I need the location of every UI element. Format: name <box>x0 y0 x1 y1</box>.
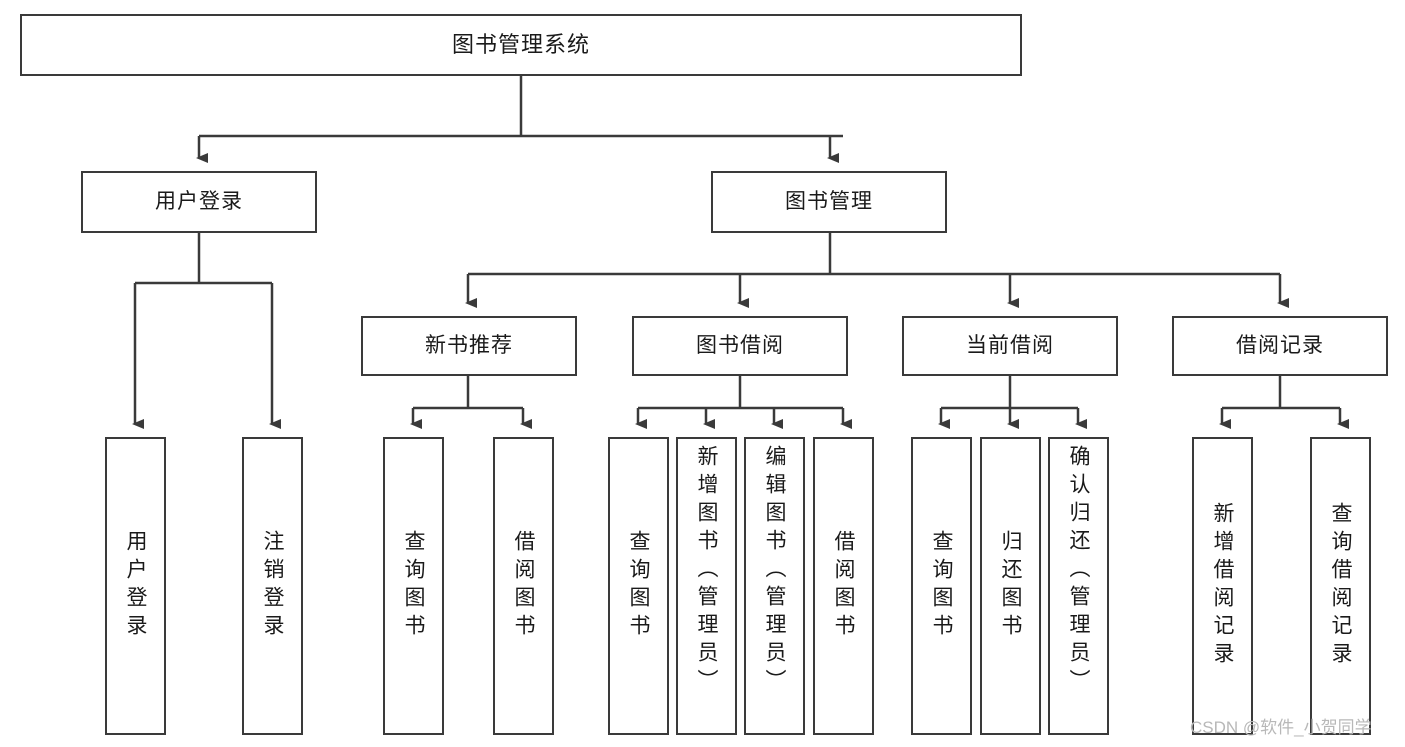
leaf-add-record-label: 新增借阅记录 <box>1211 502 1234 670</box>
leaf-add-record[interactable]: 新增借阅记录 <box>1192 437 1253 735</box>
leaf-add-book-label: 新增图书（管理员） <box>695 445 718 697</box>
node-new-book-recommend-label: 新书推荐 <box>425 333 513 357</box>
node-new-book-recommend[interactable]: 新书推荐 <box>361 316 577 376</box>
leaf-user-logout-label: 注销登录 <box>261 530 284 642</box>
leaf-query-book-3-label: 查询图书 <box>930 530 953 642</box>
leaf-confirm-return[interactable]: 确认归还（管理员） <box>1048 437 1109 735</box>
node-root-label: 图书管理系统 <box>451 32 590 58</box>
leaf-borrow-book-2[interactable]: 借阅图书 <box>813 437 874 735</box>
leaf-query-book-3[interactable]: 查询图书 <box>911 437 972 735</box>
leaf-query-book-2[interactable]: 查询图书 <box>608 437 669 735</box>
leaf-query-book-1-label: 查询图书 <box>402 530 425 642</box>
leaf-query-record[interactable]: 查询借阅记录 <box>1310 437 1371 735</box>
leaf-query-book-1[interactable]: 查询图书 <box>383 437 444 735</box>
leaf-user-login-label: 用户登录 <box>124 530 147 642</box>
leaf-return-book[interactable]: 归还图书 <box>980 437 1041 735</box>
node-book-borrow-label: 图书借阅 <box>696 333 784 357</box>
node-book-manage-label: 图书管理 <box>785 189 873 213</box>
leaf-borrow-book-1[interactable]: 借阅图书 <box>493 437 554 735</box>
leaf-edit-book[interactable]: 编辑图书（管理员） <box>744 437 805 735</box>
node-borrow-record[interactable]: 借阅记录 <box>1172 316 1388 376</box>
node-current-borrow[interactable]: 当前借阅 <box>902 316 1118 376</box>
leaf-borrow-book-1-label: 借阅图书 <box>512 530 535 642</box>
leaf-edit-book-label: 编辑图书（管理员） <box>763 445 786 697</box>
leaf-borrow-book-2-label: 借阅图书 <box>832 530 855 642</box>
watermark: CSDN @软件_小贺同学 <box>1190 718 1372 737</box>
node-user-login-label: 用户登录 <box>155 189 243 213</box>
leaf-user-login[interactable]: 用户登录 <box>105 437 166 735</box>
leaf-confirm-return-label: 确认归还（管理员） <box>1067 445 1090 697</box>
node-borrow-record-label: 借阅记录 <box>1236 333 1324 357</box>
node-current-borrow-label: 当前借阅 <box>966 333 1054 357</box>
node-book-manage[interactable]: 图书管理 <box>711 171 947 233</box>
leaf-add-book[interactable]: 新增图书（管理员） <box>676 437 737 735</box>
leaf-user-logout[interactable]: 注销登录 <box>242 437 303 735</box>
leaf-query-book-2-label: 查询图书 <box>627 530 650 642</box>
leaf-return-book-label: 归还图书 <box>999 530 1022 642</box>
node-user-login[interactable]: 用户登录 <box>81 171 317 233</box>
leaf-query-record-label: 查询借阅记录 <box>1329 502 1352 670</box>
node-book-borrow[interactable]: 图书借阅 <box>632 316 848 376</box>
node-root[interactable]: 图书管理系统 <box>20 14 1022 76</box>
